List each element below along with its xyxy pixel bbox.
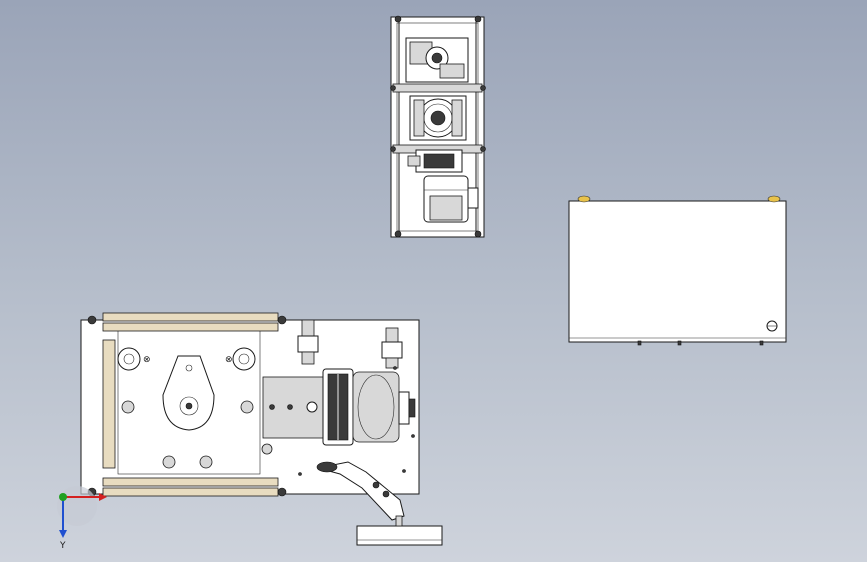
svg-text:⊗: ⊗ — [225, 355, 233, 365]
svg-text:⊗: ⊗ — [143, 355, 151, 365]
front-view-assembly[interactable]: ⊗ ⊗ — [80, 312, 443, 546]
axis-triad: Y — [57, 486, 107, 551]
origin-marker — [59, 493, 67, 501]
side-view-enclosure[interactable] — [568, 195, 787, 346]
x-axis-arrow — [99, 493, 107, 501]
y-axis-arrow — [59, 530, 67, 538]
y-axis-label: Y — [59, 541, 66, 551]
top-view-assembly[interactable] — [390, 15, 486, 238]
